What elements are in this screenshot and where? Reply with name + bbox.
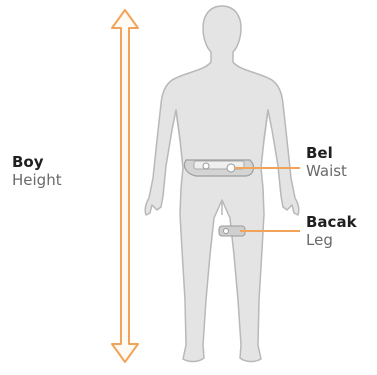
waist-label: Bel Waist — [306, 146, 347, 180]
leg-label-en: Leg — [306, 233, 357, 249]
human-body-silhouette-icon — [145, 6, 299, 362]
height-label-en: Height — [12, 173, 62, 189]
waist-label-en: Waist — [306, 164, 347, 180]
waist-label-tr: Bel — [306, 146, 347, 162]
height-arrow-icon — [112, 10, 138, 362]
leg-label-tr: Bacak — [306, 215, 357, 231]
leg-label: Bacak Leg — [306, 215, 357, 249]
height-label: Boy Height — [12, 155, 62, 189]
height-label-tr: Boy — [12, 155, 62, 171]
